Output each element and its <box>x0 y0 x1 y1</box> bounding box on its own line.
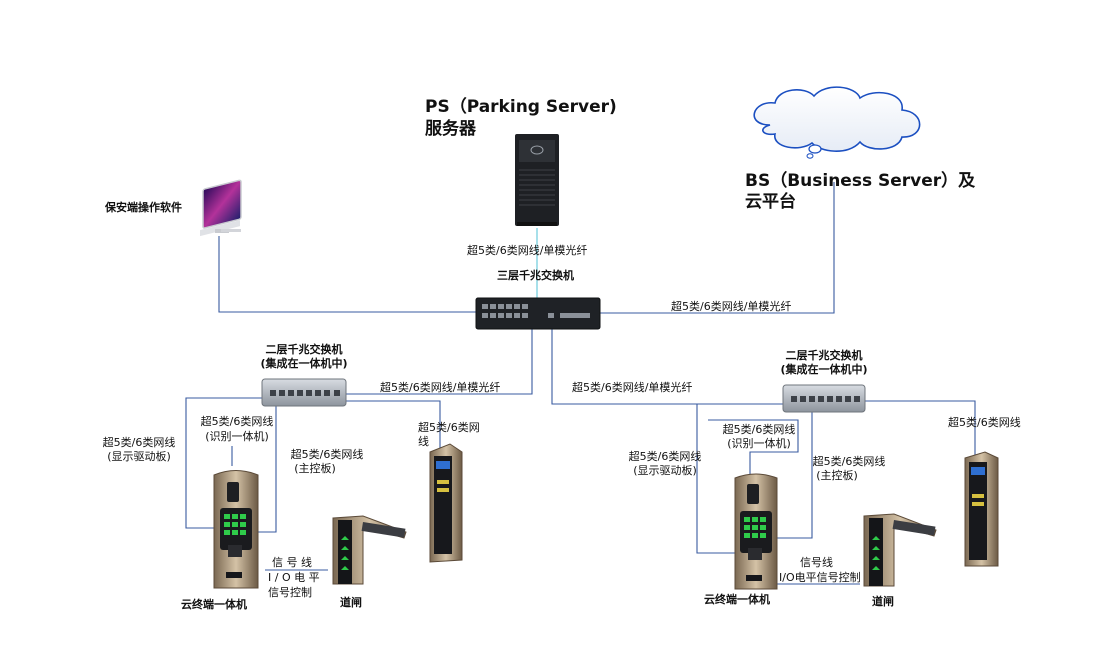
bs-link-line <box>600 182 835 314</box>
bs-title: BS（Business Server）及 <box>745 171 976 191</box>
left-kiosk-cable-label-2: 线 <box>418 435 429 448</box>
right-kiosk-line <box>865 400 976 458</box>
security-link-line <box>218 236 476 313</box>
ps-uplink-label: 超5类/6类网线/单模光纤 <box>467 244 588 257</box>
left-switch-label-2: (集成在一体机中) <box>260 357 348 370</box>
left-gate-label: 道闸 <box>340 596 362 609</box>
left-kiosk-line <box>346 400 441 452</box>
bs-link-label: 超5类/6类网线/单模光纤 <box>671 300 792 313</box>
right-main-label-2: (主控板) <box>816 469 858 482</box>
ps-title: PS（Parking Server) <box>425 97 617 117</box>
security-pc-icon <box>200 179 242 237</box>
left-signal-label-2: I / O 电 平 <box>268 571 320 584</box>
left-recog-label-2: (识别一体机) <box>205 430 269 443</box>
right-kiosk-cable-label: 超5类/6类网线 <box>948 416 1021 429</box>
right-terminal-icon <box>734 473 778 590</box>
left-switch-label-1: 二层千兆交换机 <box>265 343 343 356</box>
core-switch-label: 三层千兆交换机 <box>497 269 574 282</box>
left-display-kiosk-icon <box>429 443 463 563</box>
right-uplink-label: 超5类/6类网线/单模光纤 <box>572 381 693 394</box>
left-signal-label-3: 信号控制 <box>268 586 312 599</box>
left-main-label-2: (主控板) <box>294 462 336 475</box>
right-recog-label-2: (识别一体机) <box>727 437 791 450</box>
right-switch-label-2: (集成在一体机中) <box>780 363 868 376</box>
ps-subtitle: 服务器 <box>425 119 476 139</box>
right-switch-label-1: 二层千兆交换机 <box>785 349 863 362</box>
right-main-line <box>776 412 813 539</box>
connection-lines <box>185 182 976 585</box>
right-display-line <box>696 403 783 554</box>
left-display-label-2: (显示驱动板) <box>107 450 171 463</box>
right-recog-line <box>708 419 799 476</box>
right-terminal-label: 云终端一体机 <box>704 593 770 606</box>
left-gate-icon <box>332 515 407 585</box>
left-switch-icon <box>261 378 347 407</box>
right-recog-label-1: 超5类/6类网线 <box>722 423 796 436</box>
left-display-line <box>185 397 262 529</box>
right-gate-icon <box>863 513 937 587</box>
right-display-label-2: (显示驱动板) <box>633 464 697 477</box>
left-recog-label-1: 超5类/6类网线 <box>200 415 274 428</box>
right-signal-label-2: I/O电平信号控制 <box>779 571 861 584</box>
right-main-label-1: 超5类/6类网线 <box>812 455 886 468</box>
left-uplink-label: 超5类/6类网线/单模光纤 <box>380 381 501 394</box>
right-gate-label: 道闸 <box>872 595 894 608</box>
security-software-label: 保安端操作软件 <box>105 201 182 214</box>
bs-subtitle: 云平台 <box>745 192 796 212</box>
right-display-kiosk-icon <box>964 451 999 567</box>
right-switch-icon <box>782 384 866 413</box>
left-display-label-1: 超5类/6类网线 <box>102 436 176 449</box>
right-signal-label-1: 信号线 <box>800 556 833 569</box>
left-main-label-1: 超5类/6类网线 <box>290 448 364 461</box>
left-terminal-label: 云终端一体机 <box>181 598 247 611</box>
left-uplink-line <box>298 329 533 395</box>
left-terminal-icon <box>213 470 259 589</box>
ps-server-icon <box>515 134 559 226</box>
left-kiosk-cable-label-1: 超5类/6类网 <box>418 421 480 434</box>
cloud-icon <box>753 86 921 159</box>
core-switch-icon <box>475 297 601 330</box>
right-display-label-1: 超5类/6类网线 <box>628 450 702 463</box>
left-signal-label-1: 信 号 线 <box>272 556 312 569</box>
